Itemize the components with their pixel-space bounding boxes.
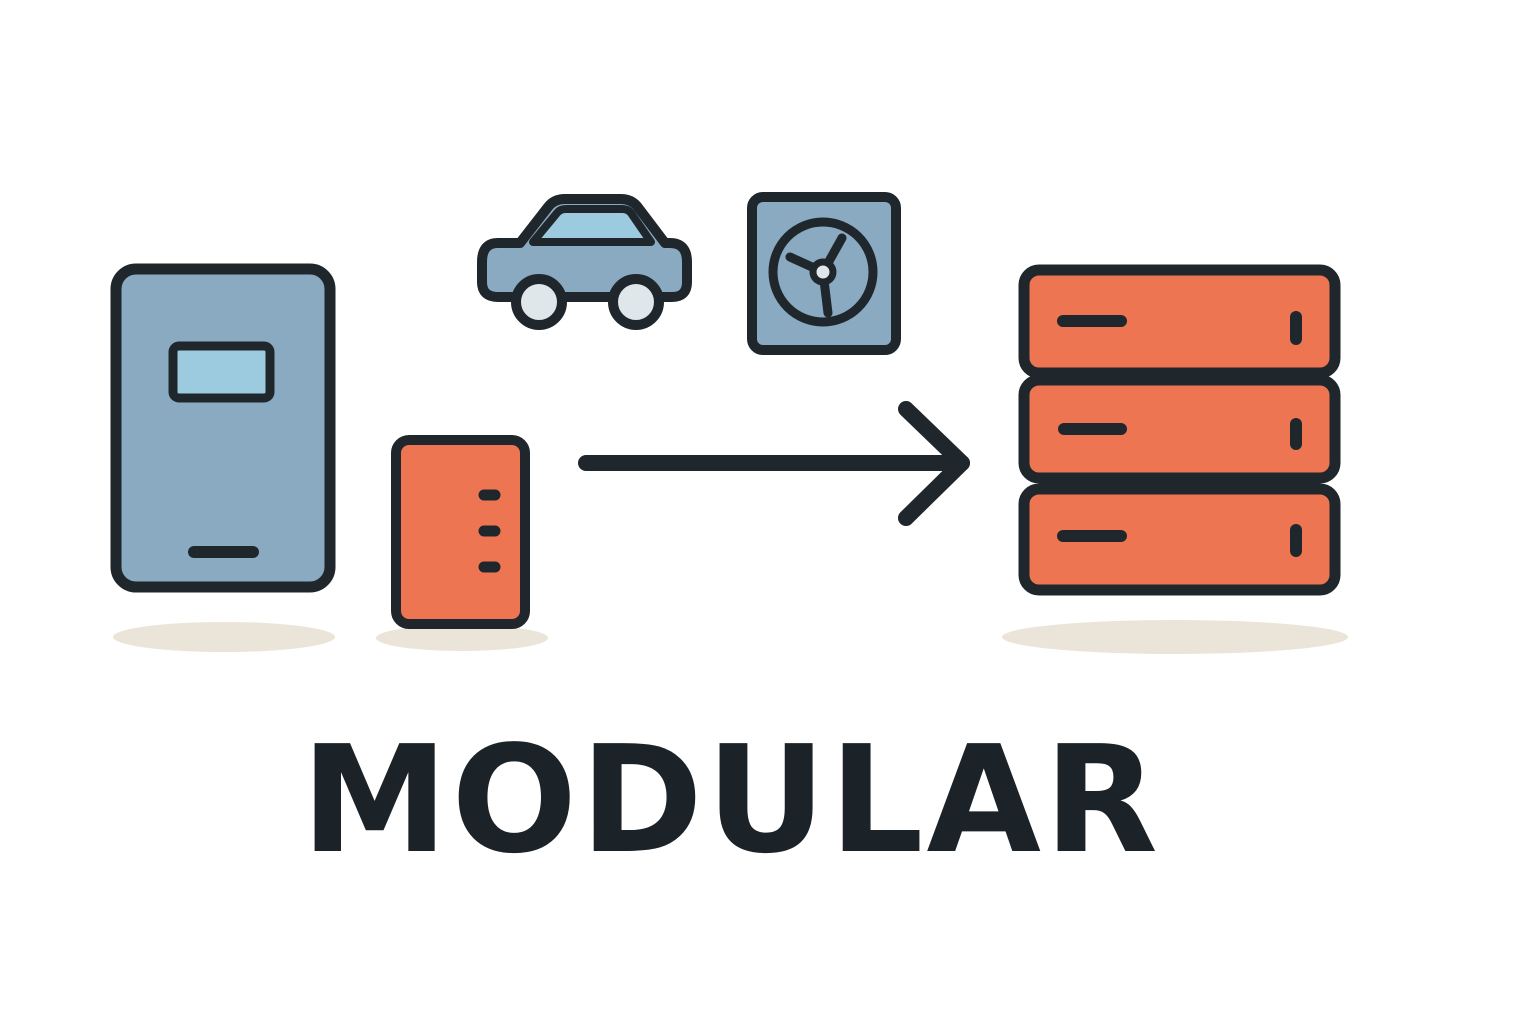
server-unit-top [1018, 264, 1341, 379]
server-unit-bottom [1018, 483, 1341, 596]
arrow-right-icon [578, 401, 970, 526]
fan-icon [747, 192, 901, 355]
car-icon [477, 194, 692, 330]
server-unit-middle [1018, 374, 1341, 484]
small-orange-module-icon [391, 435, 530, 629]
tall-blue-cabinet-icon [110, 263, 336, 593]
rack-shadow [1002, 620, 1348, 654]
module-shadow [376, 625, 548, 651]
cabinet-shadow [113, 622, 335, 652]
server-rack-icon [1018, 264, 1341, 596]
diagram-title: MODULAR [301, 714, 1161, 886]
